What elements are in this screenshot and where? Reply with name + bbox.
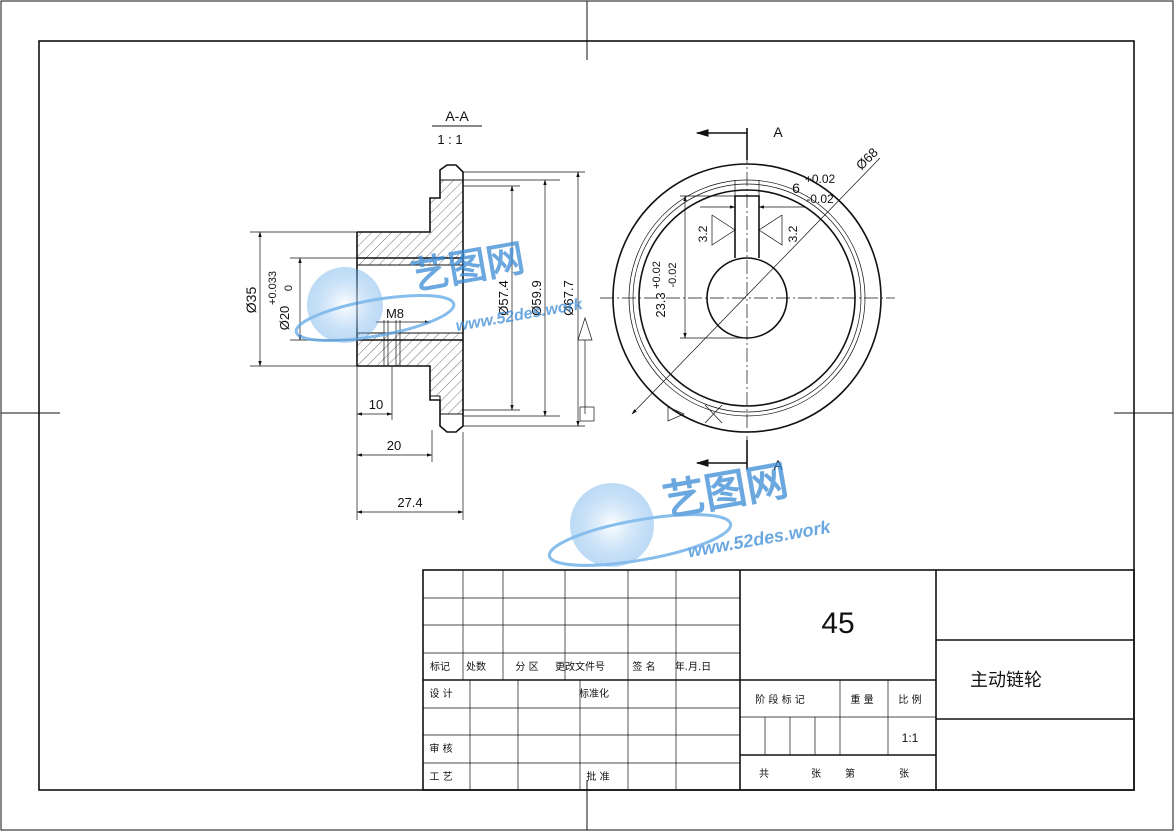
dim-len10: 10 (369, 397, 383, 412)
dim-d20-tol-lower: 0 (283, 285, 295, 291)
dim-depth-tol-lower: -0.02 (667, 262, 679, 287)
dim-thread: M8 (386, 306, 404, 321)
dim-key-width: 6 (792, 180, 800, 196)
watermark-url-2: www.52des.work (686, 517, 833, 562)
sheet-unit-label: 张 (811, 768, 821, 780)
dim-d20-tol-upper: +0.033 (267, 271, 279, 305)
review-label: 审 核 (429, 742, 452, 755)
roughness-right: 3.2 (786, 225, 800, 242)
rev-header-4: 签 名 (632, 660, 655, 673)
dim-d59: Ø59.9 (529, 280, 544, 315)
rev-header-3: 更改文件号 (555, 660, 605, 673)
section-label: A-A (445, 108, 469, 124)
design-label: 设 计 (429, 687, 452, 700)
stage-mark-label: 阶 段 标 记 (755, 693, 805, 706)
dim-d67: Ø67.7 (561, 280, 576, 315)
title-block: 45 主动链轮 标记 处数 分 区 更改文件号 签 名 年.月.日 设 计 标准… (422, 569, 1135, 791)
dim-depth-tol-upper: +0.02 (651, 261, 663, 289)
watermark-url: www.52des.work (455, 296, 585, 335)
dim-key-tol-lower: -0.02 (806, 192, 834, 206)
dim-key-tol-upper: +0.02 (805, 172, 836, 186)
material: 45 (821, 607, 854, 640)
section-view: A-A 1 : 1 Ø35 Ø20 +0.033 0 M8 (243, 108, 585, 520)
scale-label: 比 例 (898, 693, 921, 706)
process-label: 工 艺 (429, 771, 452, 783)
watermark-brand-2: 艺图网 (659, 456, 792, 526)
dim-d68: Ø68 (853, 145, 881, 173)
rev-header-1: 处数 (466, 660, 486, 673)
rev-header-5: 年.月.日 (675, 660, 711, 673)
dim-d20: Ø20 (277, 306, 292, 331)
approve-label: 批 准 (586, 770, 609, 783)
dim-len20: 20 (387, 438, 401, 453)
standardize-label: 标准化 (579, 687, 609, 700)
cut-marker-bottom: A (773, 457, 783, 473)
sheet-no-label: 第 (845, 767, 855, 780)
watermark-2: 艺图网 www.52des.work (547, 456, 833, 567)
weight-label: 重 量 (850, 693, 873, 706)
sheet-unit2-label: 张 (899, 768, 909, 780)
scale-value: 1:1 (902, 731, 919, 745)
dim-d57: Ø57.4 (496, 280, 511, 315)
dim-len27: 27.4 (397, 495, 422, 510)
cut-marker-top: A (773, 124, 783, 140)
part-name: 主动链轮 (970, 670, 1042, 691)
roughness-left: 3.2 (696, 225, 710, 242)
rev-header-0: 标记 (430, 661, 450, 673)
sheet-total-label: 共 (759, 768, 769, 780)
rev-header-2: 分 区 (515, 661, 538, 673)
section-scale: 1 : 1 (437, 132, 462, 147)
front-view: 6 +0.02 -0.02 23.3 +0.02 -0.02 3.2 3.2 Ø… (577, 124, 895, 473)
dim-key-depth: 23.3 (653, 292, 668, 317)
dim-d35: Ø35 (243, 287, 259, 314)
